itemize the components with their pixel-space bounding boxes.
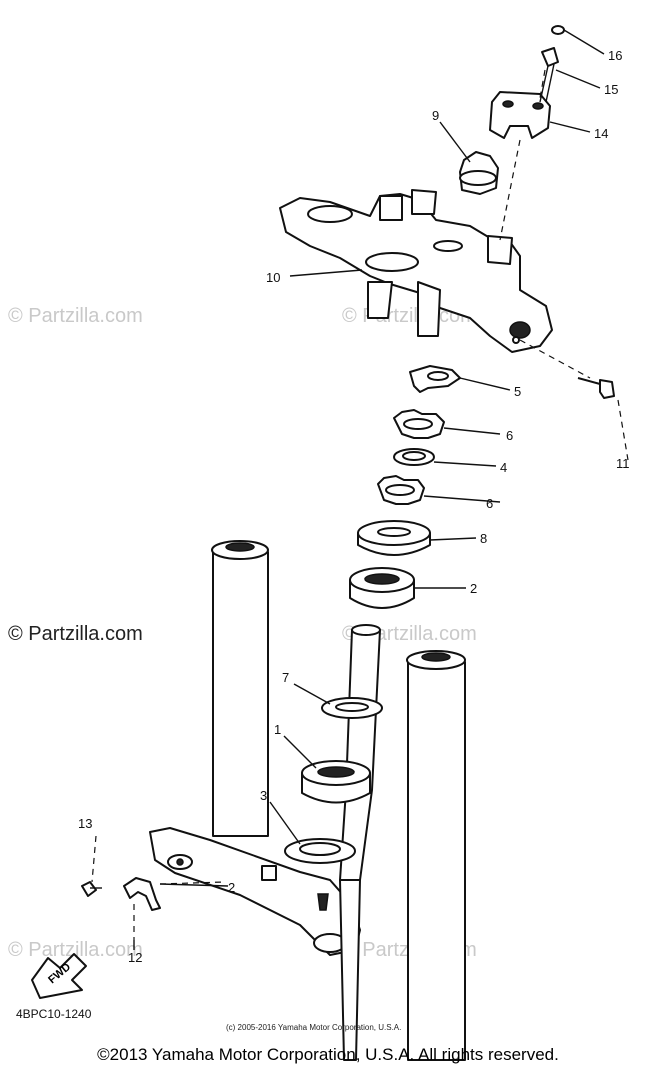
axis-line [91, 835, 97, 883]
callout-label: 5 [514, 384, 521, 399]
leader-line [549, 121, 591, 133]
callout-label: 2 [228, 880, 235, 895]
claw-washer [409, 365, 461, 393]
leader-line [283, 735, 317, 769]
callout-label: 1 [274, 722, 281, 737]
cap-nut [459, 151, 499, 195]
leader-line [439, 121, 471, 163]
cap [551, 25, 565, 35]
callout-label: 4 [500, 460, 507, 475]
callout-label: 3 [260, 788, 267, 803]
callout-label: 16 [608, 48, 622, 63]
leader-line [429, 537, 477, 541]
bolt [539, 47, 559, 103]
callout-label: 13 [78, 816, 92, 831]
lock-washer [393, 448, 435, 466]
footer-copyright: ©2013 Yamaha Motor Corporation, U.S.A. A… [97, 1045, 559, 1064]
steering-stem [339, 624, 381, 881]
callout-label: 2 [470, 581, 477, 596]
right-fork-tube [406, 650, 466, 1061]
callout-label: 10 [266, 270, 280, 285]
watermark: © Partzilla.com [8, 623, 143, 645]
ring-nut-upper [393, 409, 445, 439]
upper-bracket [279, 189, 553, 353]
callout-label: 15 [604, 82, 618, 97]
leader-line [269, 801, 301, 845]
small-bolt [81, 881, 102, 897]
axis-line [617, 399, 629, 461]
bearing-cover [357, 520, 431, 556]
leader-line [563, 29, 605, 55]
pinch-bolt [577, 377, 615, 399]
stem-lower [339, 879, 361, 1061]
left-fork-tube [211, 540, 269, 837]
watermark: © Partzilla.com [8, 939, 143, 961]
callout-label: 12 [128, 950, 142, 965]
upper-bearing-race [349, 567, 415, 609]
leader-line [443, 427, 501, 435]
leader-line [433, 461, 497, 467]
axis-line [499, 139, 521, 241]
callout-label: 7 [282, 670, 289, 685]
handlebar-holder [489, 91, 551, 139]
leader-line [423, 495, 501, 503]
under-bracket [149, 827, 361, 956]
callout-label: 11 [616, 456, 630, 471]
seal-washer [321, 697, 383, 719]
watermark: © Partzilla.com [8, 305, 143, 327]
part-code: 4BPC10-1240 [16, 1007, 92, 1021]
leader-line [555, 69, 601, 89]
callout-label: 6 [506, 428, 513, 443]
axis-line [519, 339, 591, 379]
cable-clamp [123, 877, 161, 911]
bearing [301, 760, 371, 804]
callout-label: 9 [432, 108, 439, 123]
callout-label: 14 [594, 126, 608, 141]
leader-line [289, 269, 363, 277]
axis-line [539, 69, 546, 99]
leader-line [293, 683, 331, 705]
leader-line [459, 377, 511, 391]
fwd-arrow: FWD [31, 953, 87, 999]
callout-label: 6 [486, 496, 493, 511]
small-copyright: (c) 2005-2016 Yamaha Motor Corporation, … [226, 1023, 401, 1032]
leader-line [159, 883, 229, 887]
ring-nut-lower [377, 475, 425, 505]
lower-bearing-race [284, 838, 356, 864]
callout-label: 8 [480, 531, 487, 546]
